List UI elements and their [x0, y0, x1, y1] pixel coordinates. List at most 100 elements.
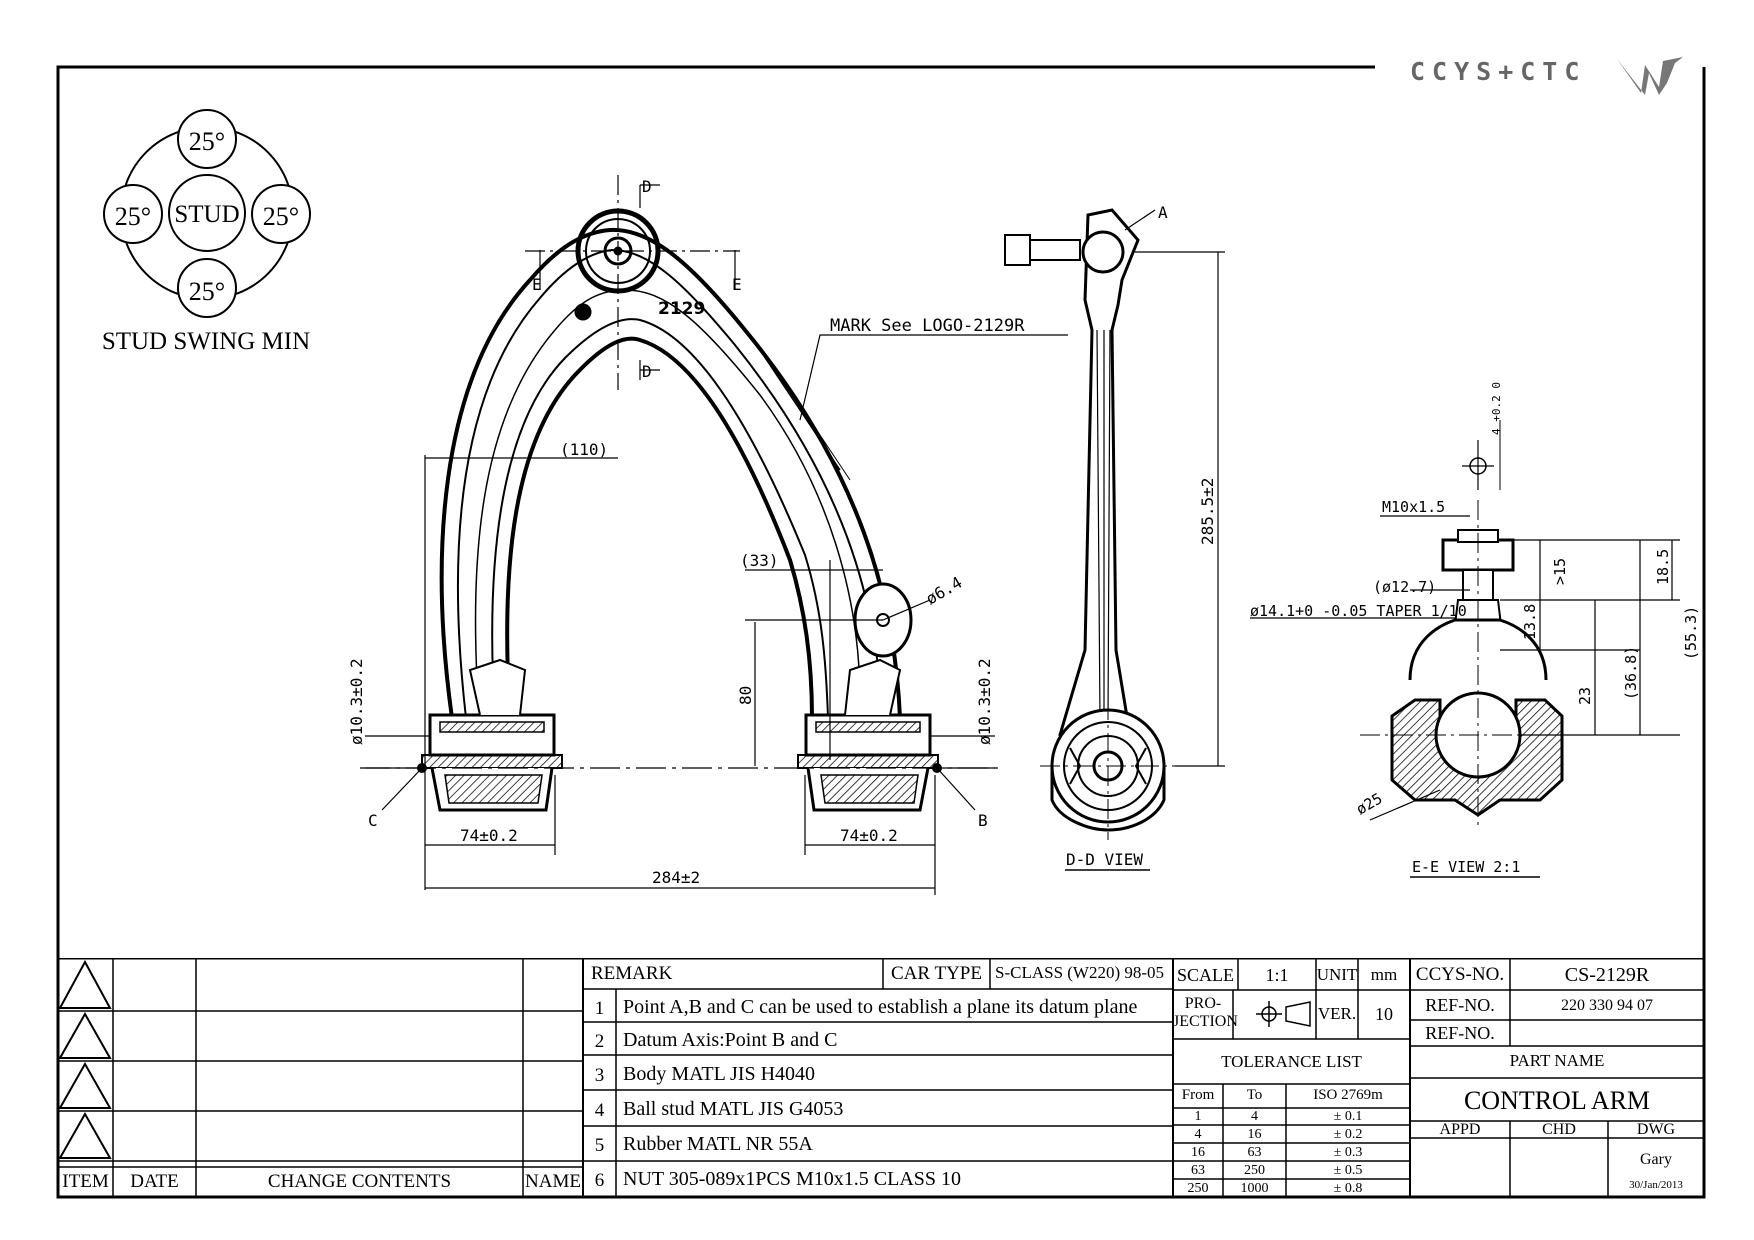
ver-value: 10	[1375, 1004, 1393, 1024]
remark-text: Rubber MATL NR 55A	[623, 1133, 813, 1155]
projection-label: JECTION	[1173, 1013, 1238, 1030]
tolerance-from: 4	[1194, 1127, 1202, 1142]
tolerance-value: ± 0.5	[1333, 1163, 1363, 1178]
drawing-frame	[56, 65, 1706, 1199]
swing-angle-left	[103, 184, 163, 244]
dim-phi-10-3-left: ø10.3±0.2	[347, 658, 366, 745]
remark-no: 6	[594, 1170, 605, 1191]
dim-taper: ø14.1+0 -0.05 TAPER 1/10	[1250, 602, 1467, 620]
part-name-value: CONTROL ARM	[1463, 1086, 1651, 1115]
point-a-label: A	[1158, 203, 1168, 222]
swing-angle-left-label: 25°	[115, 202, 151, 231]
dim-110: (110)	[560, 440, 608, 459]
ref-no-label: REF-NO.	[1425, 1023, 1495, 1043]
main-view-dimension-lines	[360, 175, 1068, 895]
projection-label: PRO-	[1184, 995, 1222, 1012]
tolerance-from: 63	[1191, 1163, 1205, 1178]
stud-swing-caption: STUD SWING MIN	[102, 328, 310, 355]
ver-label: VER.	[1317, 1004, 1357, 1023]
tolerance-from: 250	[1187, 1181, 1209, 1196]
dd-view-title: D-D VIEW	[1066, 850, 1143, 869]
rev-name-header: NAME	[525, 1171, 581, 1192]
tolerance-title: TOLERANCE LIST	[1221, 1052, 1362, 1071]
remark-text: Point A,B and C can be used to establish…	[623, 996, 1138, 1018]
unit-value: mm	[1370, 965, 1398, 984]
logo-text: CCYS+CTC	[1410, 57, 1587, 86]
dim-285-5: 285.5±2	[1198, 478, 1217, 545]
logo-mark-icon	[1617, 57, 1683, 95]
swing-angle-top-label: 25°	[189, 127, 225, 156]
rev-change-header: CHANGE CONTENTS	[267, 1171, 452, 1192]
tolerance-value: ± 0.8	[1333, 1181, 1363, 1196]
ee-view	[1250, 420, 1680, 878]
dd-view-labels: A 285.5±2 D-D VIEW	[1066, 203, 1217, 869]
part-name-label: PART NAME	[1509, 1051, 1605, 1070]
dim-33: (33)	[740, 551, 779, 570]
revision-triangles	[58, 959, 112, 1159]
section-d-bottom: D	[642, 362, 652, 381]
dim-18-5: 18.5	[1654, 549, 1672, 585]
tolerance-from-header: From	[1181, 1087, 1215, 1103]
stud-swing-diagram: 25° 25° 25° 25° STUD STUD SWING MIN	[102, 109, 311, 355]
swing-angle-bottom	[177, 258, 237, 318]
title-block-grid	[58, 958, 1704, 1197]
title-block: ITEM DATE CHANGE CONTENTS NAME REMARK CA…	[58, 958, 1704, 1197]
car-type-value: S-CLASS (W220) 98-05	[995, 963, 1165, 982]
point-b-label: B	[978, 811, 988, 830]
remark-text: NUT 305-089x1PCS M10x1.5 CLASS 10	[623, 1168, 962, 1190]
dim-23: 23	[1576, 687, 1594, 705]
dim-13-8: 13.8	[1521, 604, 1539, 640]
rev-date-header: DATE	[130, 1171, 179, 1192]
ccys-no-value: CS-2129R	[1564, 964, 1650, 986]
mark-note: MARK See LOGO-2129R	[830, 316, 1025, 336]
dim-36-8: (36.8)	[1622, 646, 1640, 700]
tolerance-to: 250	[1244, 1163, 1265, 1178]
drawn-by: Gary	[1640, 1151, 1672, 1168]
tolerance-to-header: To	[1246, 1087, 1263, 1103]
appd-label: APPD	[1439, 1121, 1481, 1138]
remark-no: 5	[594, 1135, 605, 1156]
tolerance-iso-header: ISO 2769m	[1313, 1087, 1383, 1103]
tolerance-value: ± 0.2	[1333, 1127, 1363, 1142]
dim-15: >15	[1551, 558, 1569, 585]
ccys-no-label: CCYS-NO.	[1415, 964, 1505, 985]
point-c-label: C	[368, 811, 378, 830]
tolerance-to: 4	[1251, 1109, 1258, 1124]
remark-text: Ball stud MATL JIS G4053	[623, 1098, 844, 1120]
remark-no: 3	[594, 1065, 605, 1086]
tolerance-from: 1	[1194, 1109, 1202, 1124]
chd-label: CHD	[1542, 1121, 1576, 1138]
dim-284: 284±2	[652, 868, 700, 887]
dwg-label: DWG	[1636, 1121, 1676, 1138]
remark-text: Datum Axis:Point B and C	[623, 1029, 838, 1051]
dim-phi-10-3-right: ø10.3±0.2	[975, 658, 994, 745]
tolerance-from: 16	[1191, 1145, 1205, 1160]
tolerance-to: 16	[1247, 1127, 1262, 1142]
tolerance-value: ± 0.3	[1333, 1145, 1363, 1160]
control-arm-plan-view	[421, 208, 939, 812]
scale-value: 1:1	[1265, 965, 1289, 985]
tolerance-value: ± 0.1	[1333, 1109, 1363, 1124]
section-e-right: E	[732, 275, 742, 294]
dd-view	[1004, 208, 1225, 871]
remark-no: 4	[594, 1100, 605, 1121]
dim-74-left: 74±0.2	[460, 826, 518, 845]
swing-angle-bottom-label: 25°	[189, 277, 225, 306]
remark-no: 1	[594, 998, 605, 1019]
dim-phi-12-7: (ø12.7)	[1373, 578, 1436, 596]
dim-74-right: 74±0.2	[840, 826, 898, 845]
ref-no-value: 220 330 94 07	[1561, 997, 1653, 1014]
dim-phi-25: ø25	[1353, 789, 1385, 818]
stud-center-circle	[168, 174, 246, 252]
dim-55-3: (55.3)	[1682, 606, 1700, 660]
datum-point-c	[417, 763, 427, 773]
section-d-top: D	[642, 177, 652, 196]
projection-symbol-icon	[1256, 1001, 1311, 1027]
swing-angle-right	[251, 184, 311, 244]
dim-80: 80	[736, 686, 755, 705]
brand-logo: CCYS+CTC	[1410, 55, 1700, 95]
datum-point-b	[932, 763, 942, 773]
car-type-label: CAR TYPE	[891, 963, 982, 984]
dim-4: 4 +0.2 0	[1490, 382, 1503, 435]
